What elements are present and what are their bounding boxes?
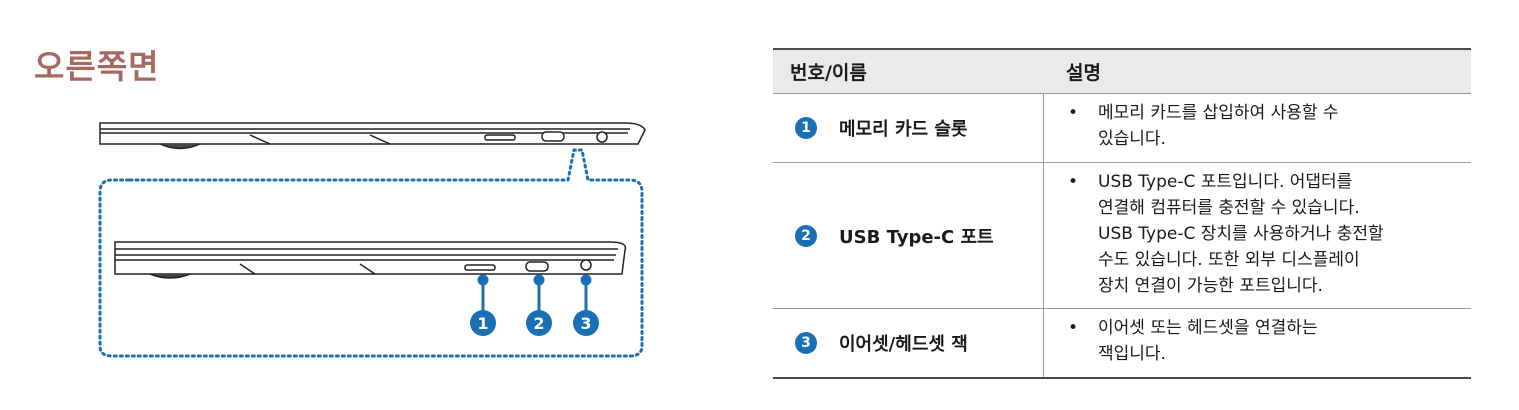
laptop-side-view-zoomed [114,241,627,279]
row-name-cell: 2 USB Type-C 포트 [773,163,1044,308]
table-row: 3 이어셋/헤드셋 잭 • 이어셋 또는 헤드셋을 연결하는 잭입니다. [773,309,1471,377]
header-description: 설명 [1066,62,1101,84]
port-description: USB Type-C 포트입니다. 어댑터를 연결해 컴퓨터를 충전할 수 있습… [1098,172,1384,296]
table-row: 2 USB Type-C 포트 • USB Type-C 포트입니다. 어댑터를… [773,163,1471,309]
callout-2: 2 [526,310,552,336]
bullet: • [1068,172,1079,192]
row-name-cell: 3 이어셋/헤드셋 잭 [773,309,1044,377]
port-description: 이어셋 또는 헤드셋을 연결하는 잭입니다. [1098,318,1318,364]
number-badge: 1 [795,117,817,139]
svg-text:2: 2 [533,314,544,333]
callout-1: 1 [470,310,496,336]
callout-3: 3 [573,310,599,336]
row-description-cell: • 이어셋 또는 헤드셋을 연결하는 잭입니다. [1044,309,1471,377]
laptop-side-view-small [99,122,646,150]
bullet: • [1068,103,1079,123]
svg-text:3: 3 [580,314,591,333]
row-name-cell: 1 메모리 카드 슬롯 [773,94,1044,162]
svg-text:1: 1 [477,314,488,333]
section-title: 오른쪽면 [34,47,160,86]
row-description-cell: • 메모리 카드를 삽입하여 사용할 수 있습니다. [1044,94,1471,162]
table-row: 1 메모리 카드 슬롯 • 메모리 카드를 삽입하여 사용할 수 있습니다. [773,94,1471,163]
row-description-cell: • USB Type-C 포트입니다. 어댑터를 연결해 컴퓨터를 충전할 수 … [1044,163,1471,308]
number-badge: 2 [795,224,817,247]
port-description: 메모리 카드를 삽입하여 사용할 수 있습니다. [1098,103,1339,149]
bullet: • [1068,318,1079,338]
ports-table: 번호/이름 설명 1 메모리 카드 슬롯 • 메모리 카드를 삽입하여 사용할 … [773,48,1471,379]
port-name: 메모리 카드 슬롯 [839,119,968,140]
header-name: 번호/이름 [790,62,867,84]
zoom-frame [98,148,644,358]
laptop-right-side-illustration: 1 2 3 [98,122,646,358]
number-badge: 3 [795,332,817,354]
table-header: 번호/이름 설명 [773,50,1471,94]
port-name: USB Type-C 포트 [839,226,994,248]
port-name: 이어셋/헤드셋 잭 [839,334,968,355]
